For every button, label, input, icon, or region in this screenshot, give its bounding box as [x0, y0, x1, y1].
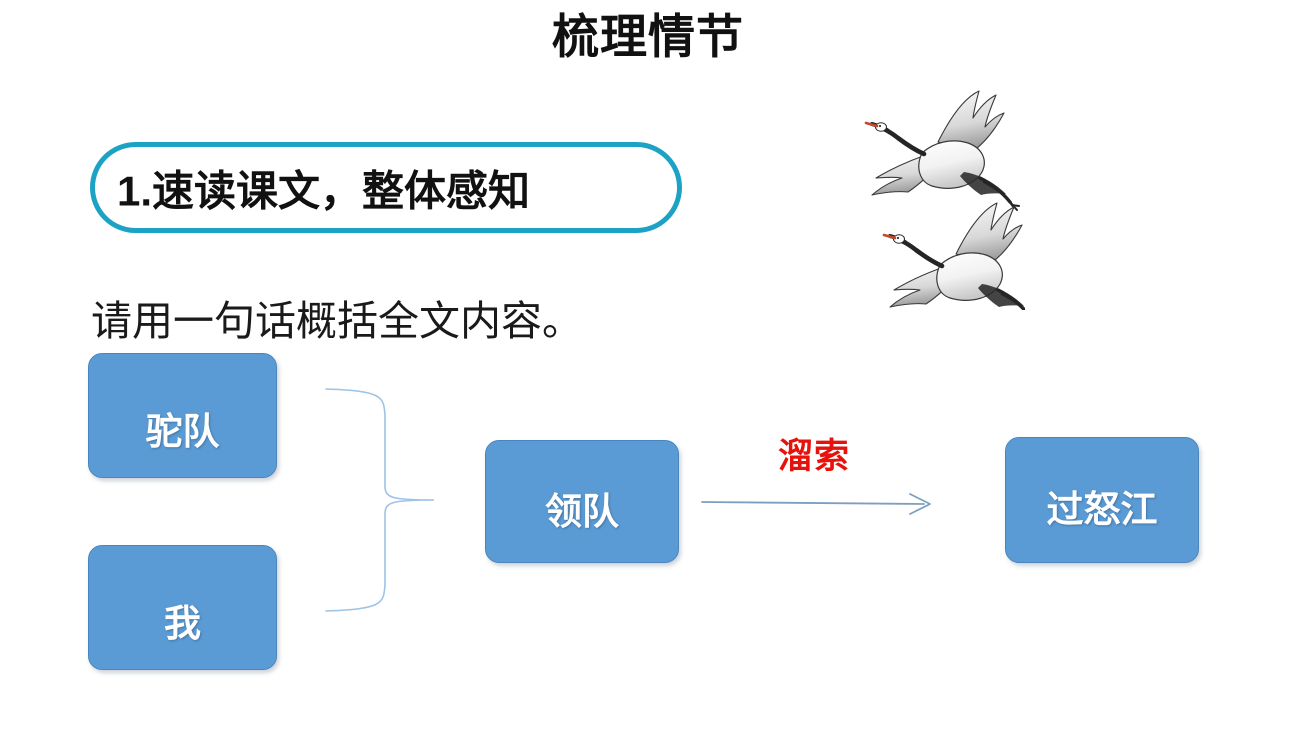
- flow-box-tuodui: 驼队: [88, 353, 277, 478]
- flow-box-wo: 我: [88, 545, 277, 670]
- flow-box-label: 驼队: [145, 411, 220, 452]
- brace-connector-icon: [325, 388, 435, 612]
- flow-box-guonujiang: 过怒江: [1005, 437, 1199, 563]
- flow-box-label: 我: [164, 603, 201, 644]
- flying-cranes-icon: [864, 90, 1025, 310]
- flow-box-label: 领队: [545, 491, 619, 532]
- arrow-annotation-label: 溜索: [778, 437, 851, 476]
- page-title: 梳理情节: [552, 10, 744, 63]
- arrow-right-icon: [701, 493, 931, 515]
- flow-box-label: 过怒江: [1046, 489, 1158, 530]
- prompt-text: 请用一句话概括全文内容。: [91, 298, 583, 344]
- flow-box-lingdui: 领队: [485, 440, 679, 563]
- section-heading-pill: 1.速读课文，整体感知: [90, 142, 682, 233]
- section-heading-label: 1.速读课文，整体感知: [117, 167, 531, 214]
